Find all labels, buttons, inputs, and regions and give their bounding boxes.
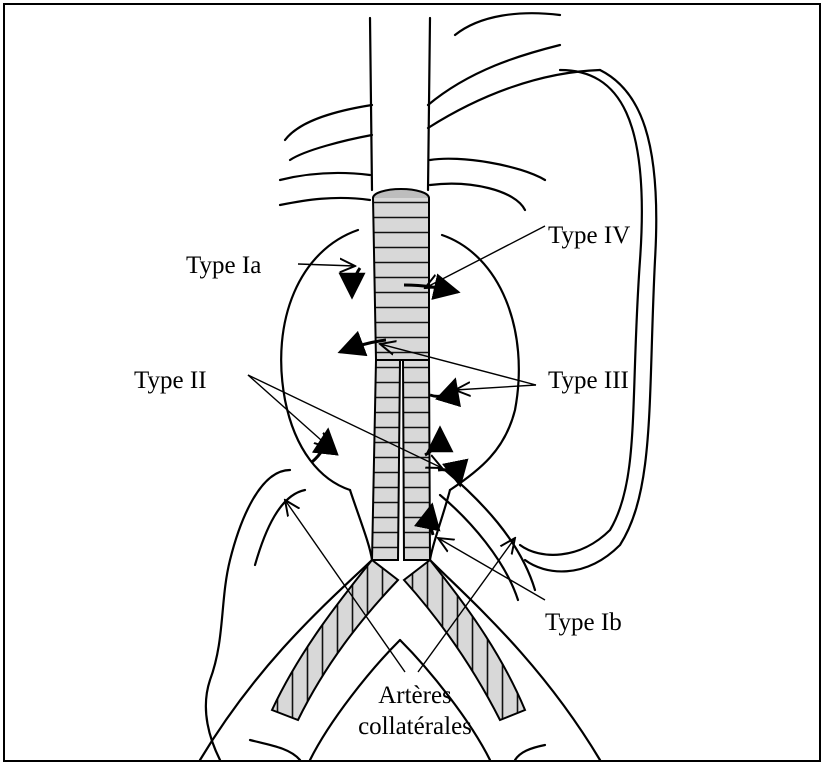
ima-bottom (440, 495, 518, 600)
iliac-right-branch (515, 745, 545, 760)
left-collateral-inner (255, 490, 305, 565)
leader-type-iii-b (455, 385, 536, 390)
label-type-ib: Type Ib (545, 610, 622, 635)
leak-iii-arrow-upper (430, 380, 455, 396)
label-collateral-line1: Artères (330, 680, 500, 711)
renal-right-bottom (430, 184, 525, 210)
renal-right-top (430, 159, 545, 180)
renal-left-top (280, 173, 370, 180)
loop-top (455, 13, 560, 35)
graft-main-body (373, 198, 429, 360)
label-type-ii: Type II (134, 368, 207, 393)
graft-left-limb (372, 360, 400, 560)
label-type-iv: Type IV (548, 223, 630, 248)
label-type-ia: Type Ia (186, 253, 261, 278)
leak-ia-arrow (352, 268, 360, 297)
leader-type-ia (298, 264, 355, 266)
leader-type-ii-a (248, 375, 330, 448)
label-collateral-line2: collatérales (330, 711, 500, 742)
branch-upper-right-top (428, 45, 560, 105)
sac-left-lower (350, 490, 372, 560)
loop-outer (520, 70, 642, 555)
branch-upper-right-mid (428, 70, 600, 128)
iliac-left-branch (250, 740, 300, 760)
branch-upper-left-bottom (290, 135, 372, 160)
branch-upper-left-top (285, 105, 372, 140)
sac-left (281, 230, 358, 490)
label-collateral-arteries: Artères collatérales (330, 680, 500, 742)
label-type-iii: Type III (548, 368, 629, 393)
leak-ii-arrow-right (438, 470, 460, 485)
leak-ib-arrow (431, 505, 433, 535)
renal-left-bottom (280, 198, 370, 205)
